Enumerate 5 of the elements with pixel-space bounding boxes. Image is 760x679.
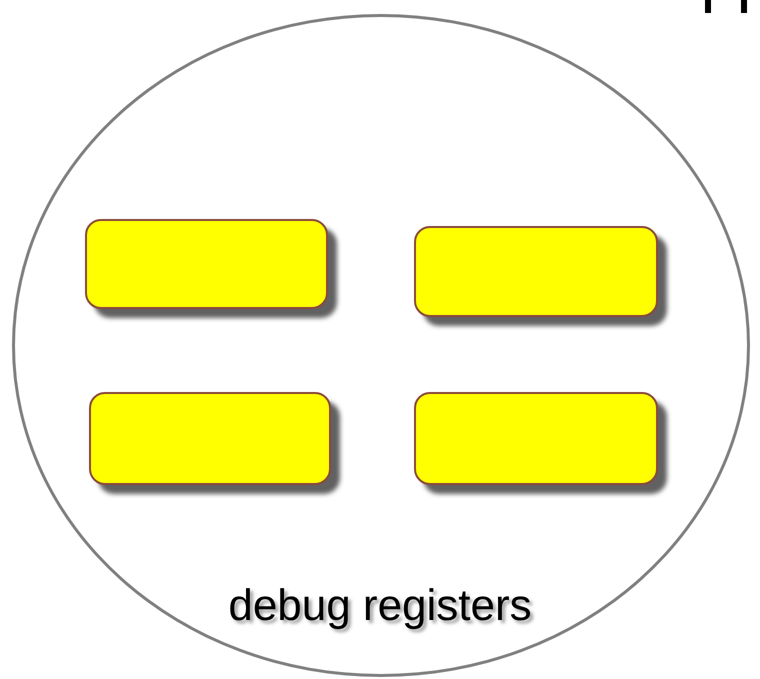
register-box [414,226,658,317]
register-box [85,219,328,309]
group-label: debug registers [228,581,532,630]
register-box [414,392,658,485]
register-box [89,392,331,485]
